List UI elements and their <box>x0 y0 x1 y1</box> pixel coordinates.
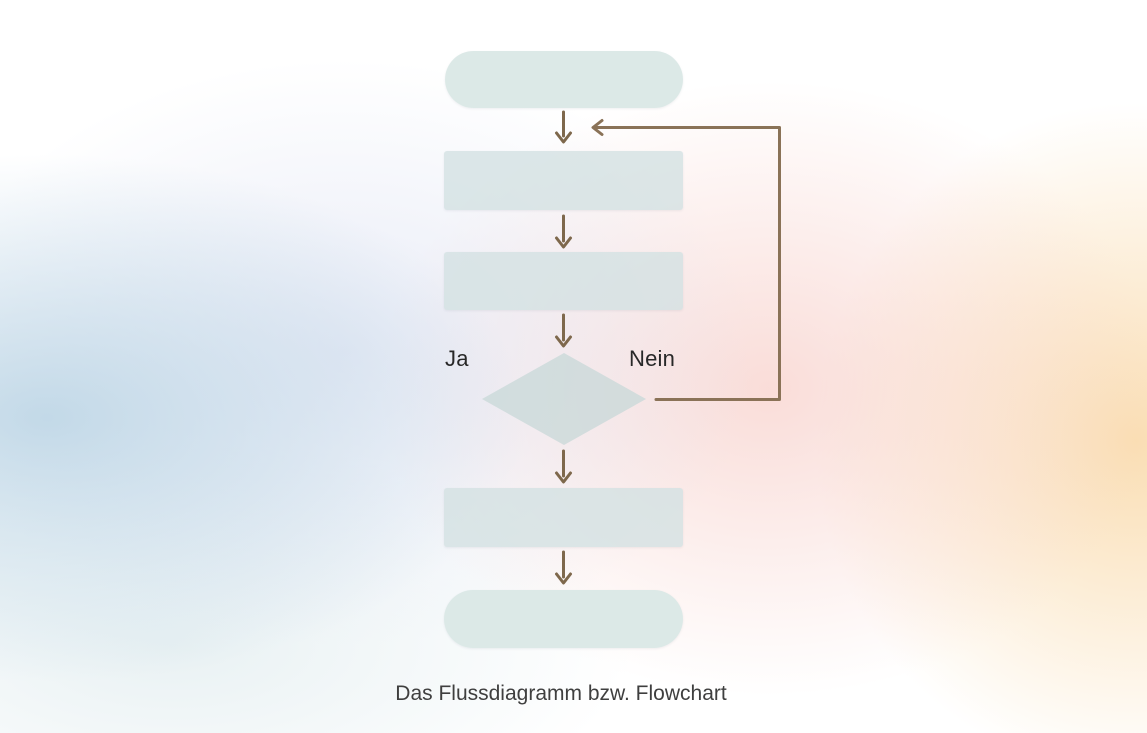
decision-label-yes: Ja <box>445 346 469 371</box>
arrow-down-icon <box>555 550 572 585</box>
arrow-down-icon <box>555 214 572 249</box>
diagram-caption: Das Flussdiagramm bzw. Flowchart <box>395 682 727 705</box>
node-decision-diamond <box>482 353 646 445</box>
node-process-3 <box>444 488 683 547</box>
arrow-down-icon <box>555 449 572 484</box>
node-process-1 <box>444 151 683 210</box>
arrow-down-icon <box>555 110 572 144</box>
decision-label-no: Nein <box>629 346 676 371</box>
node-start-terminator <box>445 51 683 108</box>
arrow-down-icon <box>555 313 572 348</box>
node-end-terminator <box>444 590 683 648</box>
node-process-2 <box>444 252 683 310</box>
